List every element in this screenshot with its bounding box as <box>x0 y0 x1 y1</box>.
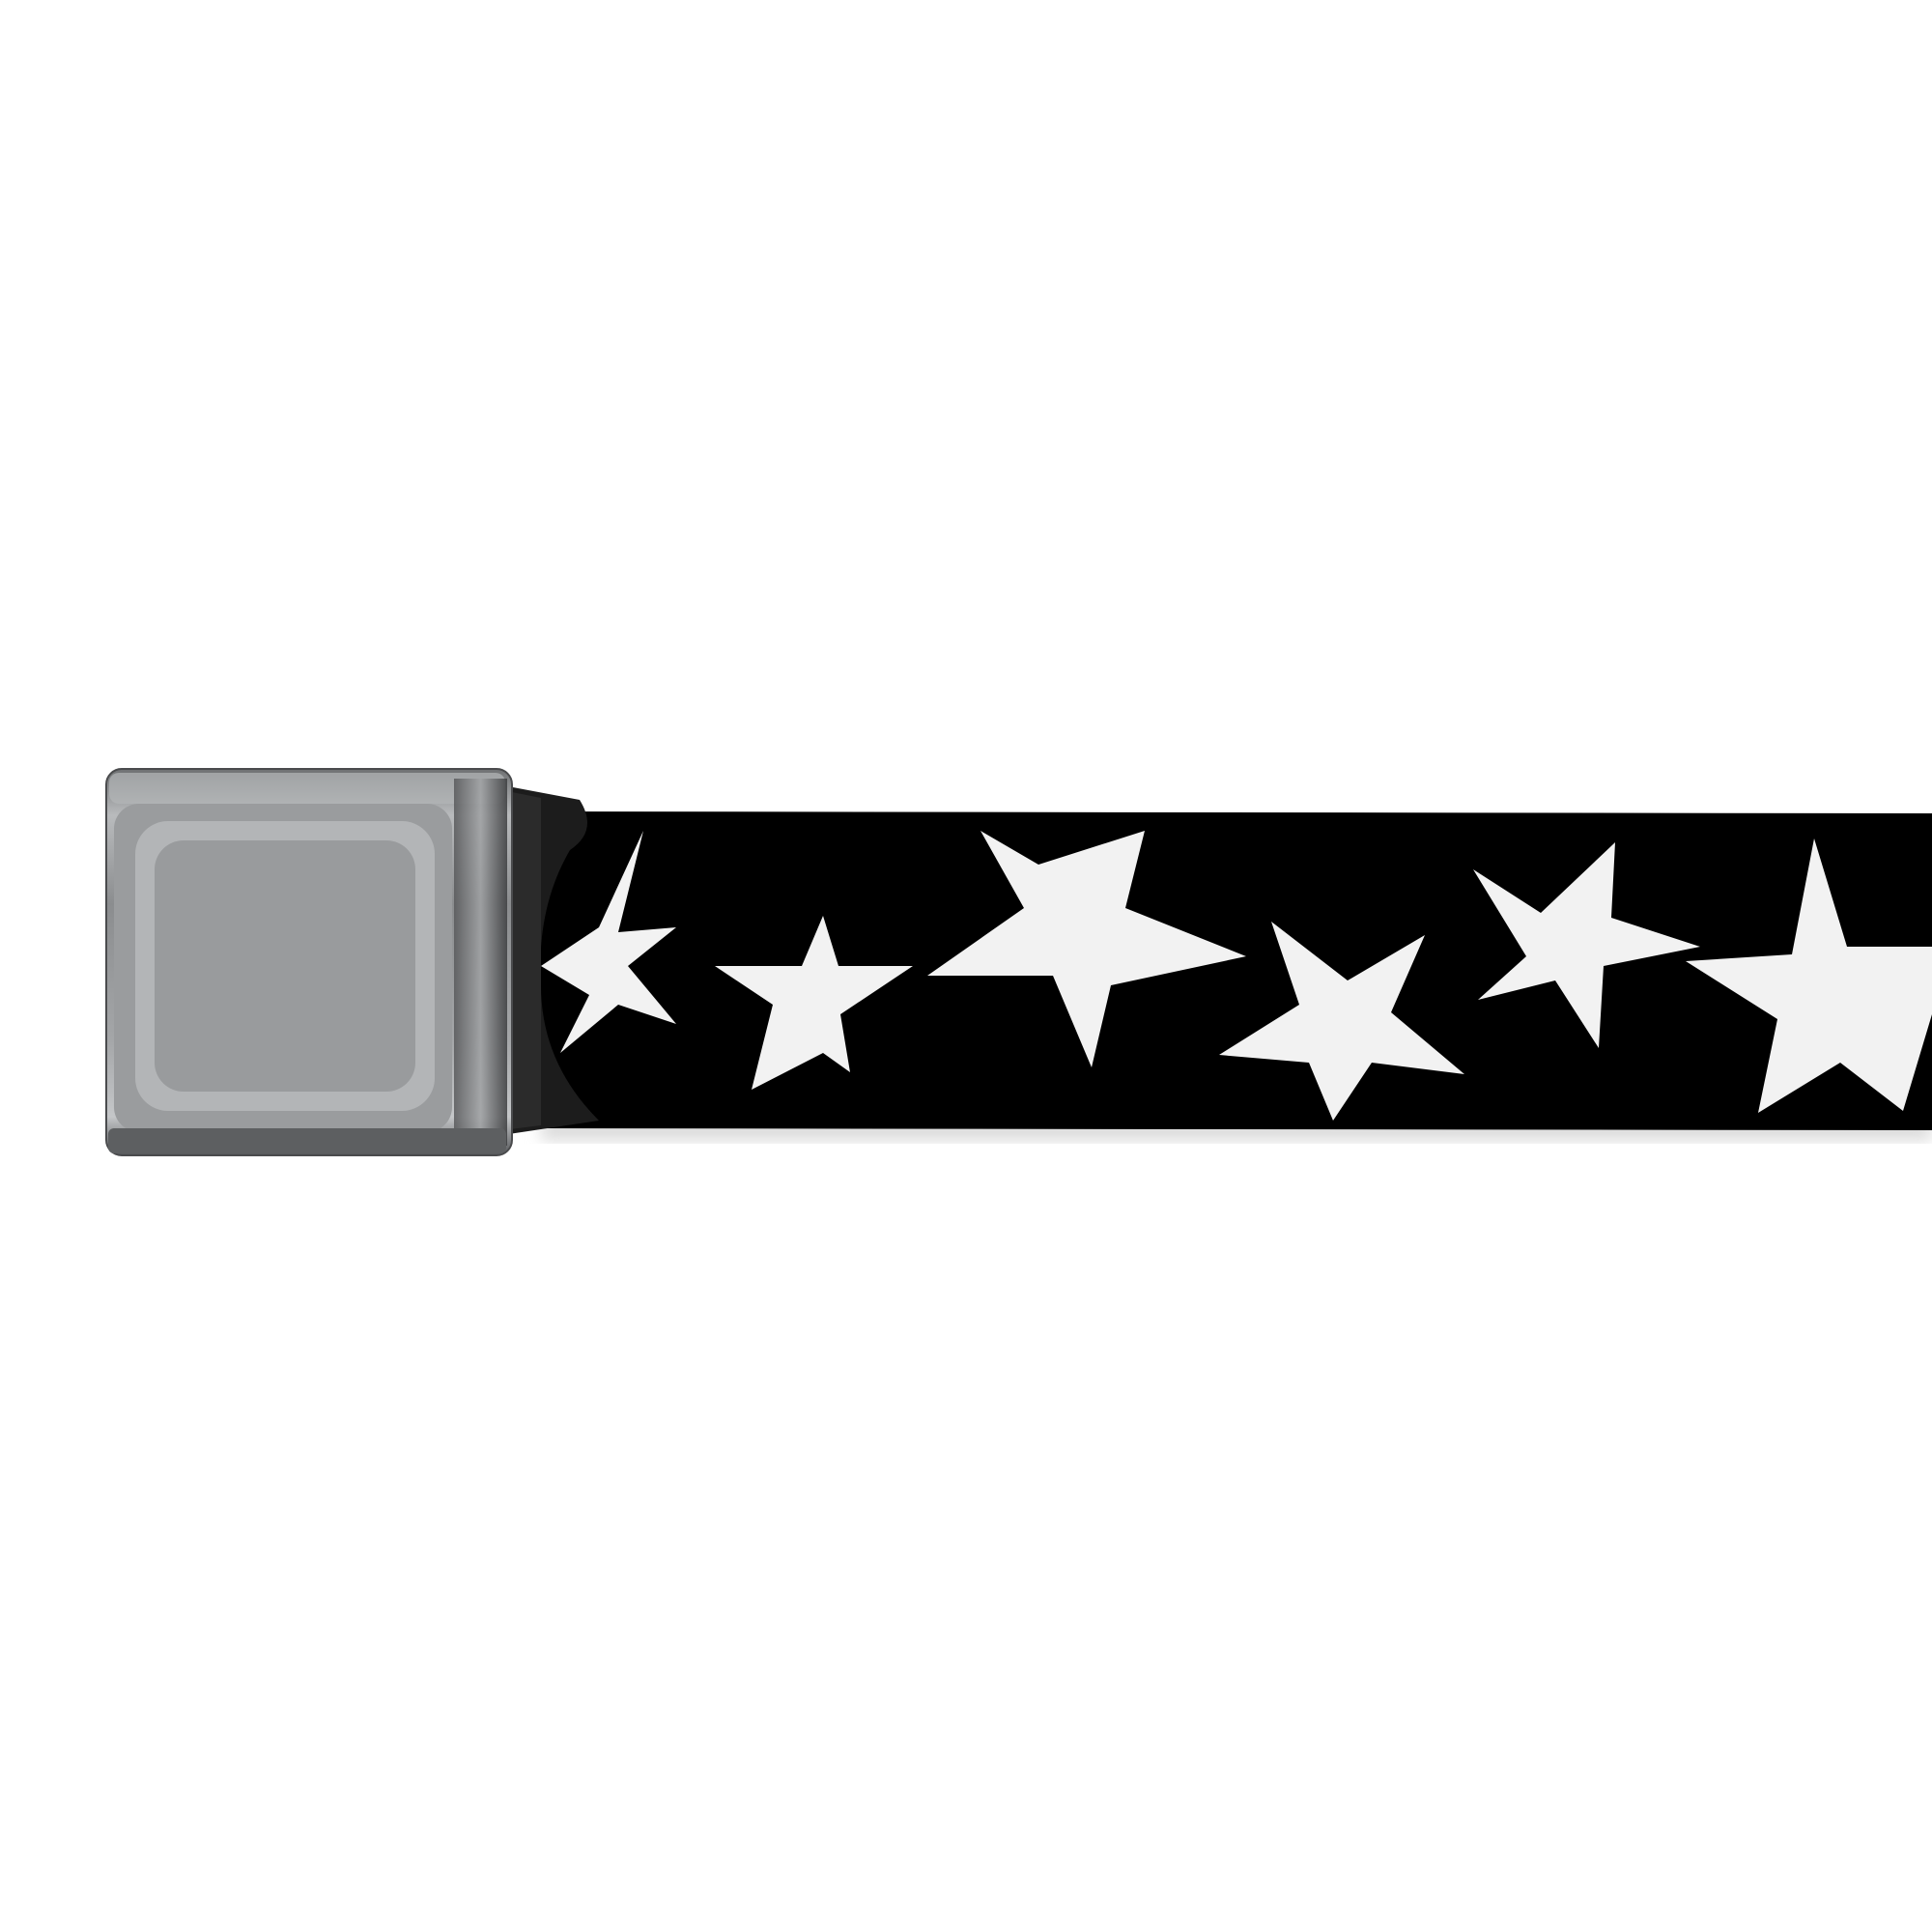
star-pattern <box>541 831 1932 1121</box>
star-icon <box>1686 838 1932 1113</box>
star-icon <box>927 831 1246 1067</box>
collar-strap <box>536 811 1932 1130</box>
star-icon <box>1219 922 1464 1121</box>
star-icon <box>541 831 676 1053</box>
star-icon <box>1473 842 1700 1048</box>
seatbelt-buckle[interactable] <box>105 768 513 1156</box>
star-icon <box>715 916 913 1090</box>
